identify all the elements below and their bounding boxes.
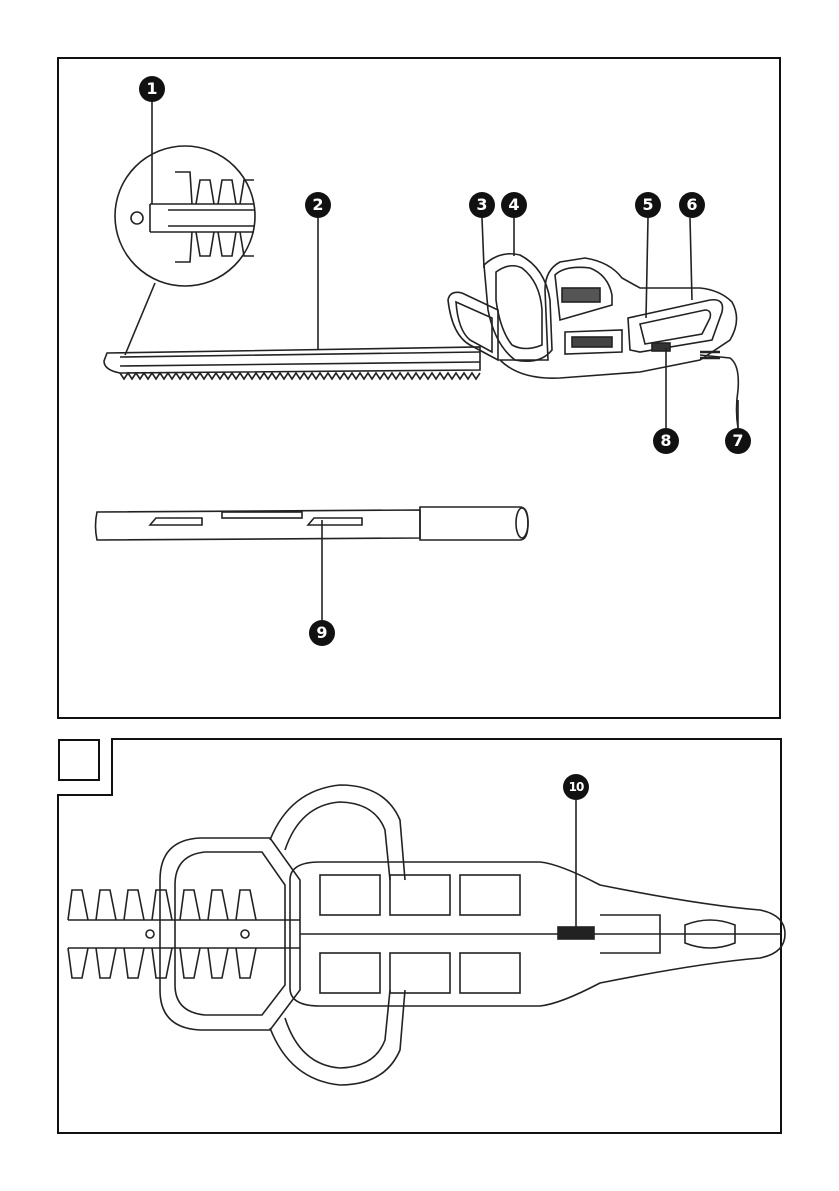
blade-top-view — [68, 890, 300, 978]
callout-2: 2 — [305, 192, 331, 218]
callout-5: 5 — [635, 192, 661, 218]
hand-guard-top-view — [160, 838, 300, 1030]
callout-7: 7 — [725, 428, 751, 454]
callout-10: 10 — [563, 774, 589, 800]
callout-6: 6 — [679, 192, 705, 218]
callout-1: 1 — [139, 76, 165, 102]
callout-4: 4 — [501, 192, 527, 218]
callout-8: 8 — [653, 428, 679, 454]
callout-9: 9 — [309, 620, 335, 646]
callout-3: 3 — [469, 192, 495, 218]
